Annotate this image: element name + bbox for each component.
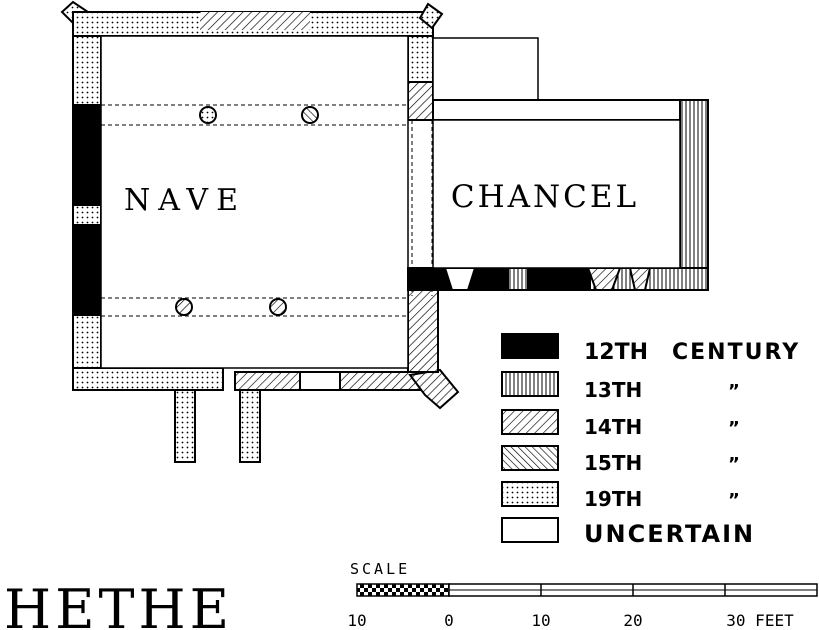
scale-label: SCALE bbox=[350, 560, 410, 578]
nave-west-12th-south bbox=[72, 224, 102, 316]
plan-title: HETHE bbox=[4, 578, 233, 630]
nave-west-12th-north bbox=[72, 104, 102, 206]
chancel-label: CHANCEL bbox=[451, 179, 639, 215]
chancel-south-12th-b bbox=[527, 267, 591, 291]
legend: 12TH CENTURY 13TH ” 14TH ” 15TH ” 19TH ”… bbox=[501, 333, 800, 548]
legend-word-uncertain: UNCERTAIN bbox=[584, 520, 755, 548]
nave-label: NAVE bbox=[124, 183, 246, 218]
nave-arcades bbox=[101, 104, 433, 317]
pillar-south-2 bbox=[269, 298, 287, 316]
nave-se-respond bbox=[407, 289, 439, 373]
scale-bar: SCALE 10 0 10 20 30 FEET bbox=[347, 560, 818, 630]
legend-period-15th: 15TH bbox=[584, 451, 642, 475]
legend-word-14th: ” bbox=[728, 418, 740, 439]
legend-period-13th: 13TH bbox=[584, 378, 642, 402]
legend-word-12th: CENTURY bbox=[672, 340, 800, 365]
scale-tick-5: 30 FEET bbox=[726, 611, 794, 630]
legend-item-15th: 15TH ” bbox=[501, 445, 740, 475]
legend-item-19th: 19TH ” bbox=[501, 481, 740, 511]
legend-item-uncertain: UNCERTAIN bbox=[501, 517, 755, 548]
scale-tick-3: 10 bbox=[531, 611, 550, 630]
chancel-walls bbox=[407, 37, 709, 291]
legend-item-13th: 13TH ” bbox=[501, 371, 740, 402]
porch-west-wall bbox=[174, 389, 196, 463]
scale-checker-segment bbox=[356, 583, 450, 597]
nave-pillars bbox=[175, 106, 319, 316]
chancel-north-wall bbox=[432, 99, 709, 121]
porch-east-wall bbox=[239, 389, 261, 463]
north-annex-uncertain bbox=[432, 37, 539, 101]
legend-period-14th: 14TH bbox=[584, 415, 642, 439]
legend-item-12th: 12TH CENTURY bbox=[501, 333, 800, 365]
legend-item-14th: 14TH ” bbox=[501, 409, 740, 439]
chancel-interior bbox=[432, 119, 681, 269]
legend-word-19th: ” bbox=[728, 490, 740, 511]
pillar-south-1 bbox=[175, 298, 193, 316]
legend-period-19th: 19TH bbox=[584, 487, 642, 511]
legend-word-15th: ” bbox=[728, 454, 740, 475]
scale-tick-1: 10 bbox=[347, 611, 366, 630]
scale-tick-4: 20 bbox=[623, 611, 642, 630]
pillar-north-2 bbox=[301, 106, 319, 124]
pillar-north-1 bbox=[199, 106, 217, 124]
ne-buttress bbox=[418, 2, 444, 30]
nave-interior bbox=[100, 35, 409, 369]
nave-walls bbox=[60, 0, 460, 463]
legend-word-13th: ” bbox=[728, 381, 740, 402]
scale-tick-2: 0 bbox=[444, 611, 454, 630]
nave-south-wall-west bbox=[72, 367, 224, 391]
legend-period-12th: 12TH bbox=[584, 340, 648, 365]
chancel-east-wall bbox=[679, 99, 709, 291]
